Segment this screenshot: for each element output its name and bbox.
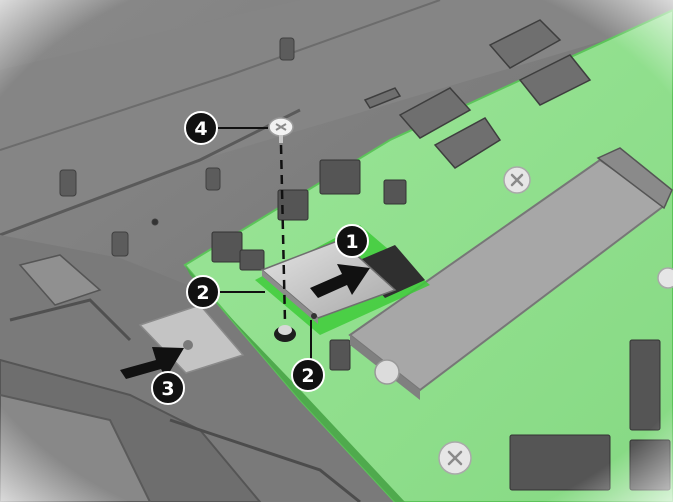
vignette-overlay [0, 0, 673, 502]
diagram-canvas: 1 2 2 3 4 [0, 0, 673, 502]
installation-diagram: 1 2 2 3 4 [0, 0, 673, 502]
